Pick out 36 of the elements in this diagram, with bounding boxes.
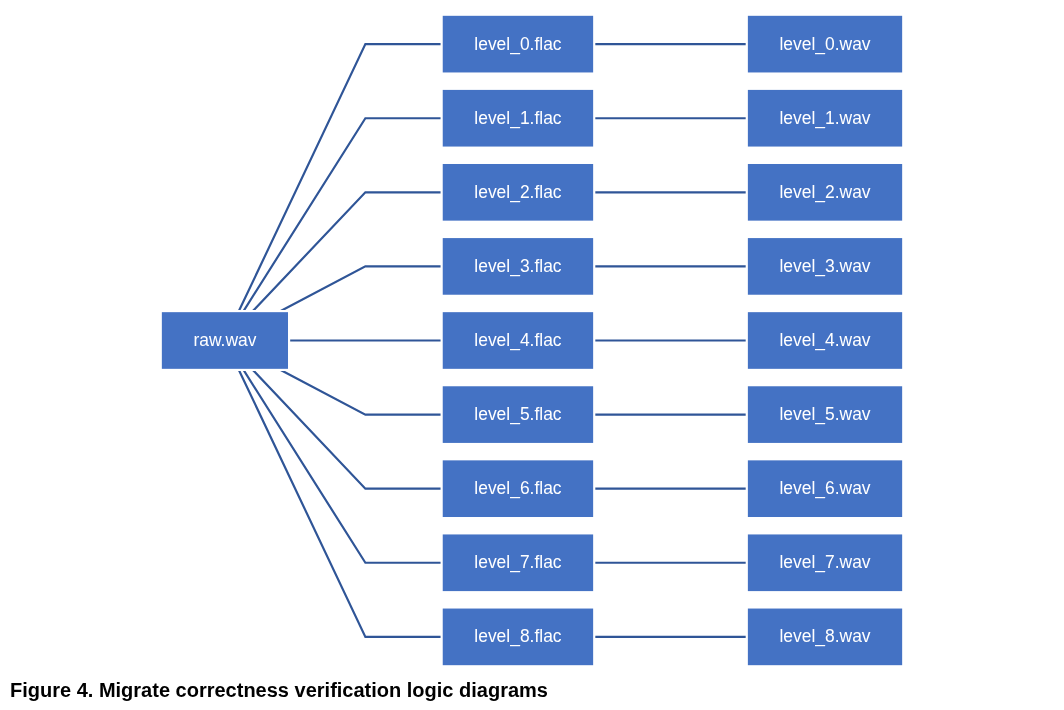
node-box: level_3.flac [440,235,596,297]
connector [594,117,747,120]
node-box: level_1.flac [440,87,596,149]
connector [237,369,442,638]
node-box: level_7.flac [440,532,596,594]
node-box: level_1.wav [745,87,905,149]
node-box: level_5.flac [440,384,596,446]
connector [237,43,442,312]
connector [594,265,747,268]
connector [594,191,747,194]
node-box: level_2.flac [440,161,596,223]
connector [252,191,442,312]
figure-caption: Figure 4. Migrate correctness verification logic diagrams [10,679,549,702]
connector [594,487,747,490]
connector [242,117,442,312]
node-box: level_3.wav [745,235,905,297]
node-box: level_0.wav [745,13,905,75]
node-box: level_0.flac [440,13,596,75]
node-box: level_8.wav [745,606,905,668]
connector [594,43,747,46]
node-box: level_4.wav [745,310,905,371]
connector [594,635,747,638]
connector [594,339,747,342]
node-box: level_8.flac [440,606,596,668]
connector [252,369,442,490]
node-box: level_6.wav [745,458,905,520]
connector [594,561,747,564]
node-box: level_7.wav [745,532,905,594]
node-box: level_4.flac [440,310,596,371]
node-box: raw.wav [159,310,291,371]
node-box: level_2.wav [745,161,905,223]
connector [594,413,747,416]
node-box: level_5.wav [745,384,905,446]
connector [289,339,442,342]
connector [242,369,442,564]
node-box: level_6.flac [440,458,596,520]
